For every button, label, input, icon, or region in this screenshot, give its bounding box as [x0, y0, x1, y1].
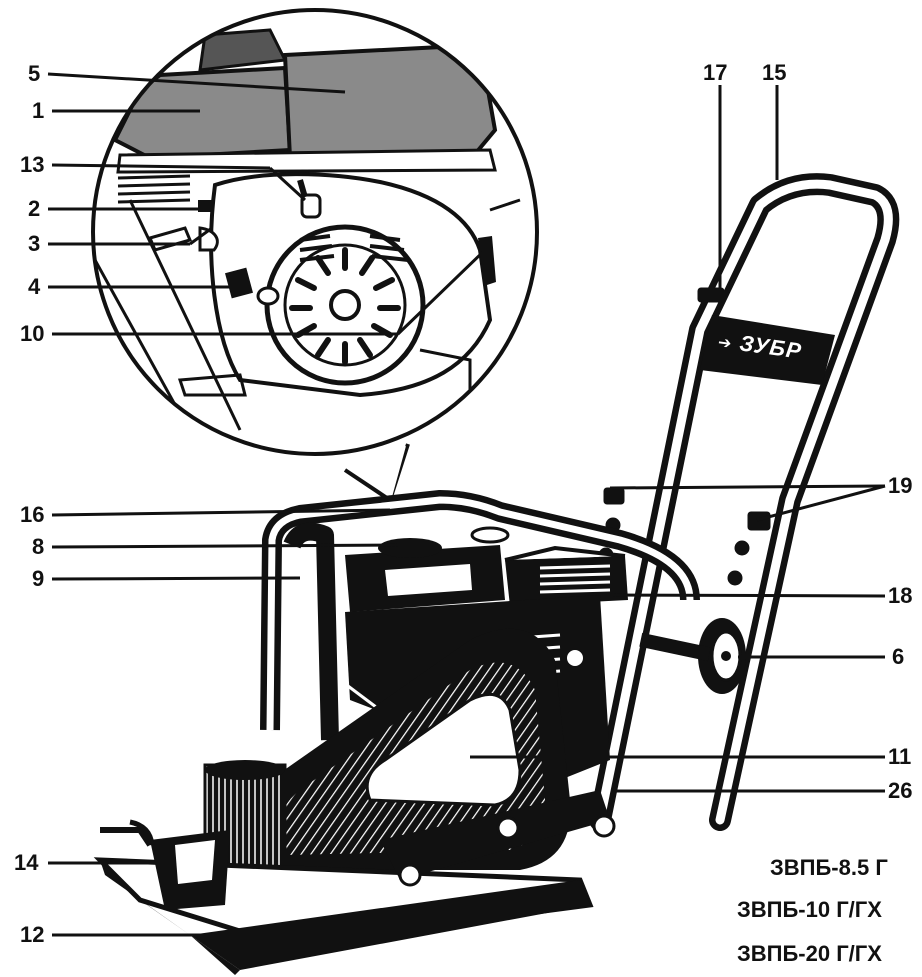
callout-4: 4 — [28, 274, 41, 299]
handle — [589, 173, 900, 831]
transport-wheel — [639, 618, 746, 694]
callout-10: 10 — [20, 321, 45, 346]
callout-6: 6 — [892, 644, 905, 669]
model-name-3: ЗВПБ-20 Г/ГХ — [737, 941, 882, 966]
zoom-detail — [91, 8, 539, 502]
protective-frame — [260, 490, 700, 741]
model-name-2: ЗВПБ-10 Г/ГХ — [737, 897, 882, 922]
callout-16: 16 — [20, 502, 45, 527]
callout-8: 8 — [32, 534, 45, 559]
brand-arrow-icon: ➔ — [716, 334, 734, 354]
callout-18: 18 — [888, 583, 913, 608]
callout-12: 12 — [20, 922, 45, 947]
callout-19: 19 — [888, 473, 913, 498]
callout-14: 14 — [14, 850, 39, 875]
leader-lines — [47, 72, 886, 937]
callout-1: 1 — [32, 98, 45, 123]
callout-2: 2 — [28, 196, 41, 221]
vibration-plate — [93, 760, 616, 975]
callout-3: 3 — [28, 231, 41, 256]
callout-17: 17 — [703, 60, 728, 85]
callout-5: 5 — [28, 61, 41, 86]
belt-guard — [245, 628, 571, 870]
callout-9: 9 — [32, 566, 45, 591]
callout-13: 13 — [20, 152, 45, 177]
brand-plate — [700, 315, 835, 385]
model-name-1: ЗВПБ-8.5 Г — [770, 855, 888, 880]
callout-11: 11 — [888, 744, 912, 769]
callout-15: 15 — [762, 60, 787, 85]
callout-26: 26 — [888, 778, 913, 803]
